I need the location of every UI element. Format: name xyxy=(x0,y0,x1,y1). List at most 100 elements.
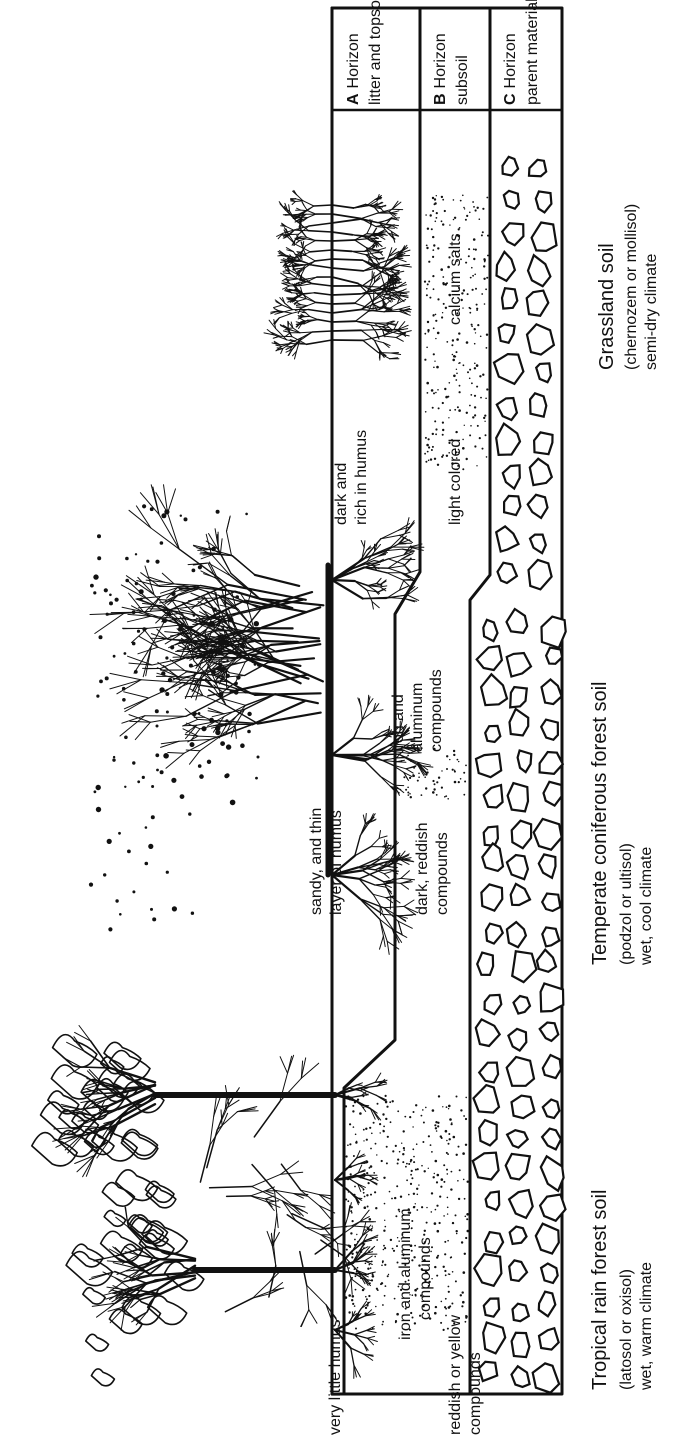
stipple-dot xyxy=(460,1294,462,1296)
conifer-needle xyxy=(226,744,231,749)
stipple-dot xyxy=(416,1143,418,1145)
stipple-dot xyxy=(374,1256,376,1258)
understory-plant xyxy=(307,1285,309,1309)
stipple-dot xyxy=(474,445,476,447)
stipple-dot xyxy=(403,1149,405,1151)
stipple-dot xyxy=(427,283,429,285)
grass-root xyxy=(332,310,361,314)
conifer-branch xyxy=(205,598,226,599)
stipple-dot xyxy=(432,275,434,277)
stipple-dot xyxy=(432,236,434,238)
stipple-dot xyxy=(459,362,461,364)
tropical-root xyxy=(366,1331,376,1333)
stipple-dot xyxy=(363,1140,364,1141)
stipple-dot xyxy=(452,1271,454,1273)
grass-blade xyxy=(292,199,296,200)
stipple-dot xyxy=(412,1126,413,1127)
stipple-dot xyxy=(425,1107,427,1109)
stipple-dot xyxy=(441,220,443,222)
grass-blade xyxy=(309,231,333,232)
rock-shape xyxy=(530,459,552,485)
stipple-dot xyxy=(446,755,448,757)
stipple-dot xyxy=(433,1176,435,1178)
stipple-dot xyxy=(456,373,458,375)
stipple-dot xyxy=(441,1137,443,1139)
stipple-dot xyxy=(448,1291,450,1293)
grassland-a-line2: rich in humus xyxy=(353,430,370,525)
stipple-dot xyxy=(463,364,465,366)
stipple-dot xyxy=(354,1305,356,1307)
rock-shape xyxy=(481,674,507,705)
rock-shape xyxy=(503,465,520,488)
stipple-dot xyxy=(377,1289,379,1291)
rock-shape xyxy=(485,995,502,1014)
tropical-climate: wet, warm climate xyxy=(638,1262,655,1391)
horizon-b-heading: BHorizon xyxy=(432,33,449,105)
understory-plant xyxy=(252,1165,274,1191)
stipple-dot xyxy=(388,1274,389,1275)
stipple-dot xyxy=(384,1264,386,1266)
stipple-dot xyxy=(442,434,444,436)
conifer-needle xyxy=(172,906,177,911)
stipple-dot xyxy=(457,1180,459,1182)
conifer-needle xyxy=(125,557,129,561)
grass-root xyxy=(332,277,358,283)
rock-shape xyxy=(509,1190,533,1218)
conifer-root xyxy=(361,706,362,720)
conifer-needle xyxy=(105,676,109,680)
conifer-needle xyxy=(156,769,159,772)
stipple-dot xyxy=(427,451,429,453)
rock-shape xyxy=(497,398,517,420)
stipple-dot xyxy=(353,1126,355,1128)
stipple-dot xyxy=(428,1135,430,1137)
grass-root xyxy=(332,205,354,208)
stipple-dot xyxy=(437,464,439,466)
rock-shape xyxy=(486,924,503,944)
stipple-dot xyxy=(393,1250,395,1252)
stipple-dot xyxy=(431,1151,433,1153)
temperate-labels: sandy, and thin layer of humus dark, red… xyxy=(308,669,655,966)
grass-root xyxy=(356,311,369,321)
stipple-dot xyxy=(424,281,426,283)
stipple-dot xyxy=(408,1163,410,1165)
stipple-dot xyxy=(364,1196,366,1198)
grass-blade xyxy=(306,340,332,344)
conifer-needle xyxy=(103,873,106,876)
conifer-root xyxy=(384,874,389,878)
rock-shape xyxy=(541,1264,558,1284)
stipple-dot xyxy=(424,1170,426,1172)
conifer-needle xyxy=(208,641,211,644)
stipple-dot xyxy=(387,1136,389,1138)
conifer-branch xyxy=(168,489,176,513)
tropical-leaf-cluster xyxy=(53,1035,97,1068)
stipple-dot xyxy=(372,1226,373,1227)
stipple-dot xyxy=(432,791,435,794)
stipple-dot xyxy=(448,1306,451,1309)
conifer-needle xyxy=(160,770,164,774)
stipple-dot xyxy=(434,458,436,460)
stipple-dot xyxy=(394,1197,396,1199)
grass-root xyxy=(332,321,356,322)
stipple-dot xyxy=(403,1147,405,1149)
stipple-dot xyxy=(441,456,443,458)
stipple-dot xyxy=(442,402,444,404)
stipple-dot xyxy=(436,195,437,196)
stipple-dot xyxy=(439,1196,441,1198)
rock-shape xyxy=(536,191,552,212)
stipple-dot xyxy=(458,781,460,783)
stipple-dot xyxy=(397,1163,399,1165)
stipple-dot xyxy=(442,429,444,431)
grassland-a-line1: dark and xyxy=(333,463,350,525)
stipple-dot xyxy=(446,1169,448,1171)
stipple-dot xyxy=(396,1185,398,1187)
understory-plant xyxy=(251,1191,265,1196)
stipple-dot xyxy=(375,1306,377,1308)
conifer-needle xyxy=(124,736,128,740)
understory-plant xyxy=(281,1172,303,1174)
conifer-branch xyxy=(227,531,232,555)
conifer-root xyxy=(364,568,388,569)
rock-shape xyxy=(506,1154,530,1180)
stipple-dot xyxy=(426,247,428,249)
stipple-dot xyxy=(444,1306,446,1308)
grass-root xyxy=(397,293,407,294)
